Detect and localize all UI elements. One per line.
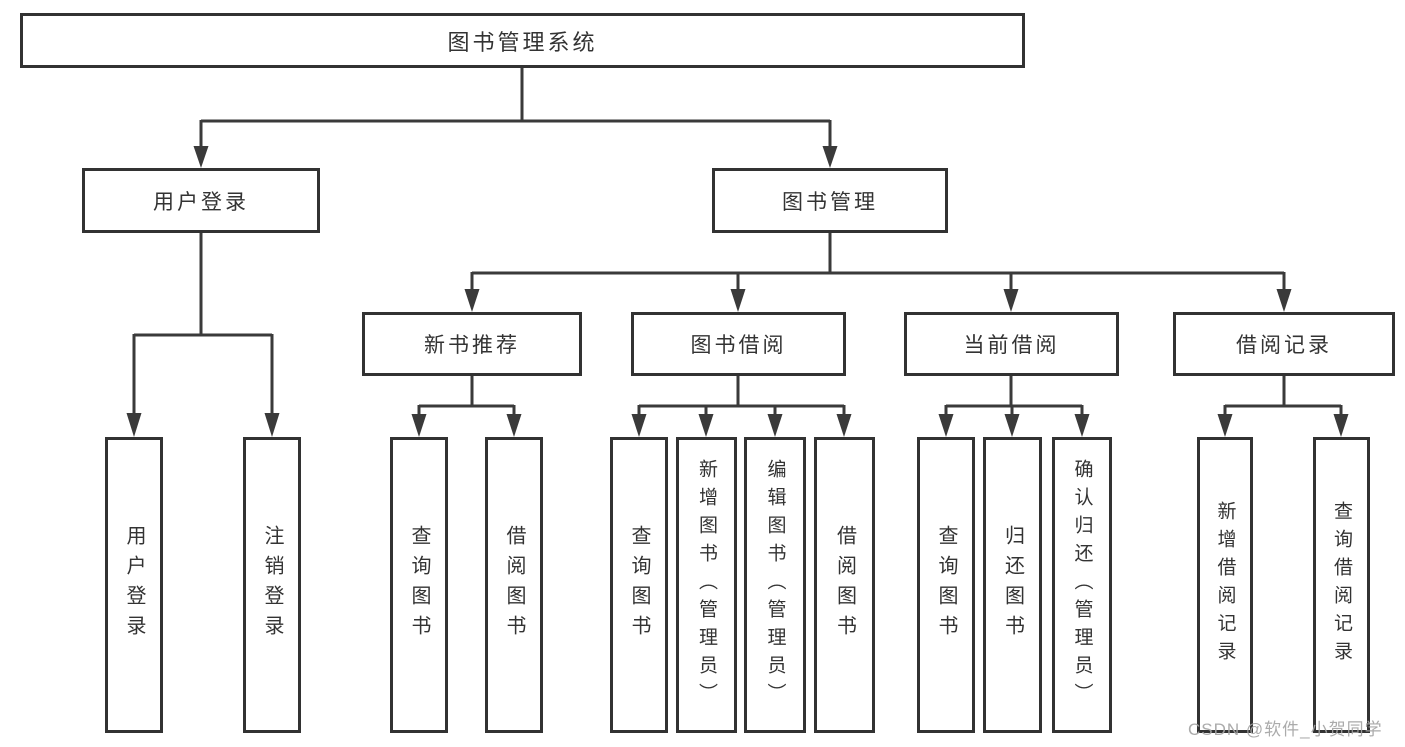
leaf-label: 编辑图书（管理员）	[764, 459, 786, 711]
leaf-label: 查询图书	[408, 525, 430, 645]
node-leaf-logout: 注销登录	[243, 437, 301, 733]
node-leaf-user-login: 用户登录	[105, 437, 163, 733]
node-new-book-recommend: 新书推荐	[362, 312, 582, 376]
node-current-borrow: 当前借阅	[904, 312, 1119, 376]
node-leaf-return-books: 归还图书	[983, 437, 1042, 733]
leaf-label: 用户登录	[123, 525, 145, 645]
connector-borrow-records-children	[1217, 373, 1349, 437]
node-leaf-add-borrow-record: 新增借阅记录	[1197, 437, 1253, 733]
connector-root-to-level2	[193, 60, 838, 168]
leaf-label: 借阅图书	[833, 525, 856, 645]
node-leaf-query-borrow-record: 查询借阅记录	[1313, 437, 1370, 733]
node-leaf-borrow-books: 借阅图书	[814, 437, 875, 733]
leaf-label: 查询图书	[628, 525, 650, 645]
leaf-label: 借阅图书	[503, 525, 525, 645]
connector-current-borrow-children	[938, 373, 1090, 437]
connector-book-borrow-children	[631, 373, 852, 437]
node-book-borrow: 图书借阅	[631, 312, 846, 376]
leaf-label: 新增图书（管理员）	[696, 459, 717, 711]
node-leaf-current-query-books: 查询图书	[917, 437, 975, 733]
node-user-login: 用户登录	[82, 168, 320, 233]
connector-new-book-recommend-children	[411, 373, 522, 437]
leaf-label: 确认归还（管理员）	[1071, 459, 1093, 711]
node-leaf-add-books-admin: 新增图书（管理员）	[676, 437, 737, 733]
node-leaf-confirm-return-admin: 确认归还（管理员）	[1052, 437, 1112, 733]
leaf-label: 归还图书	[1001, 525, 1024, 645]
node-book-management: 图书管理	[712, 168, 948, 233]
node-leaf-borrow-query-books: 查询图书	[610, 437, 668, 733]
leaf-label: 注销登录	[261, 525, 283, 645]
node-leaf-recommend-query-books: 查询图书	[390, 437, 448, 733]
node-leaf-edit-books-admin: 编辑图书（管理员）	[744, 437, 806, 733]
connector-user-login-children	[126, 230, 280, 437]
leaf-label: 查询借阅记录	[1331, 501, 1352, 669]
node-leaf-recommend-borrow-books: 借阅图书	[485, 437, 543, 733]
connector-book-mgmt-sections	[464, 230, 1292, 312]
node-root: 图书管理系统	[20, 13, 1025, 68]
csdn-watermark: CSDN @软件_小贺同学	[1188, 720, 1383, 739]
leaf-label: 查询图书	[935, 525, 957, 645]
node-borrow-records: 借阅记录	[1173, 312, 1395, 376]
leaf-label: 新增借阅记录	[1214, 501, 1236, 669]
